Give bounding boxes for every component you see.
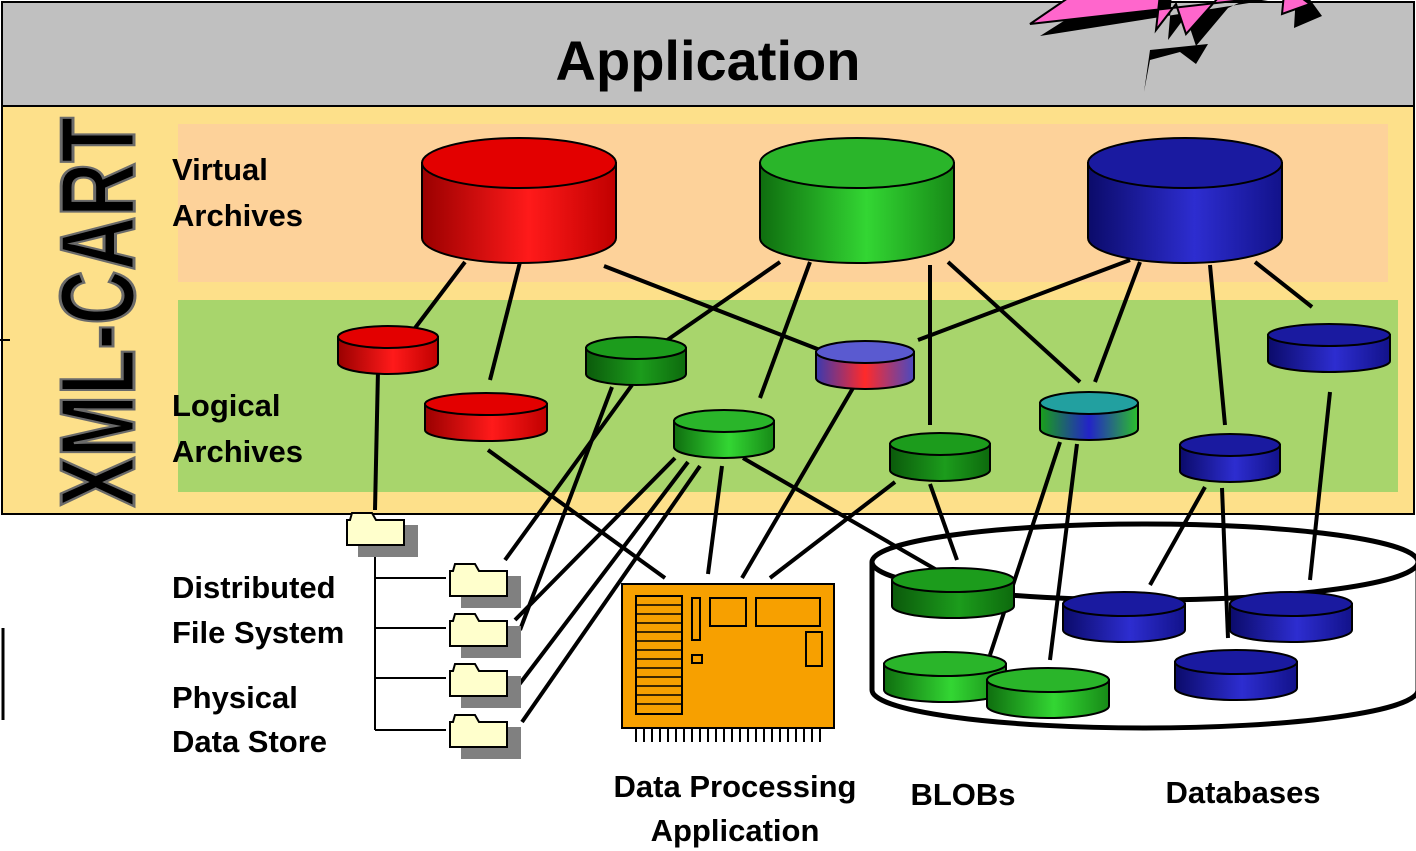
physical-store-label-line1: Physical (172, 680, 298, 715)
logical-archive-green (889, 432, 991, 482)
data-processing-label-line1: Data Processing (614, 769, 857, 804)
database-store-blue (1174, 649, 1298, 701)
distributed-fs-label-line1: Distributed (172, 570, 336, 605)
folder-icon (449, 714, 521, 759)
data-processing-label-line2: Application (651, 813, 820, 848)
database-store-blue (1062, 591, 1186, 643)
blob-store-green (883, 651, 1007, 703)
highlight-burst-icon (1029, 0, 1322, 92)
logical-archive-green (585, 336, 687, 386)
blob-store-green (986, 667, 1110, 719)
database-store-blue (1229, 591, 1353, 643)
logical-archive-blue (1179, 433, 1281, 483)
logical-archive-red (424, 392, 548, 442)
physical-store-label-line2: Data Store (172, 724, 327, 759)
distributed-fs-label-line2: File System (172, 615, 344, 650)
logical-archives-label-line2: Archives (172, 434, 303, 469)
virtual-archives-label-line1: Virtual (172, 152, 268, 187)
databases-label: Databases (1165, 775, 1320, 810)
logical-archive-mixed (1039, 391, 1139, 441)
blobs-label: BLOBs (910, 777, 1015, 812)
application-title: Application (556, 29, 861, 92)
folder-icon (346, 512, 418, 557)
logical-archive-red (337, 325, 439, 375)
virtual-archives-label-line2: Archives (172, 198, 303, 233)
logical-archive-blue (1267, 323, 1391, 373)
processing-chip-icon (621, 583, 835, 742)
logical-archive-mixed (815, 340, 915, 390)
logical-archive-green (673, 409, 775, 459)
file-system-tree (374, 545, 446, 731)
folder-icon (449, 563, 521, 608)
virtual-archive-red (421, 137, 617, 264)
folder-icon (449, 663, 521, 708)
virtual-archive-green (759, 137, 955, 264)
virtual-archive-blue (1087, 137, 1283, 264)
blob-store-green (891, 567, 1015, 619)
xml-cart-logo: XML-CART (39, 117, 157, 507)
logical-archives-label-line1: Logical (172, 388, 281, 423)
folder-icon (449, 613, 521, 658)
archive-connections (373, 258, 1332, 724)
